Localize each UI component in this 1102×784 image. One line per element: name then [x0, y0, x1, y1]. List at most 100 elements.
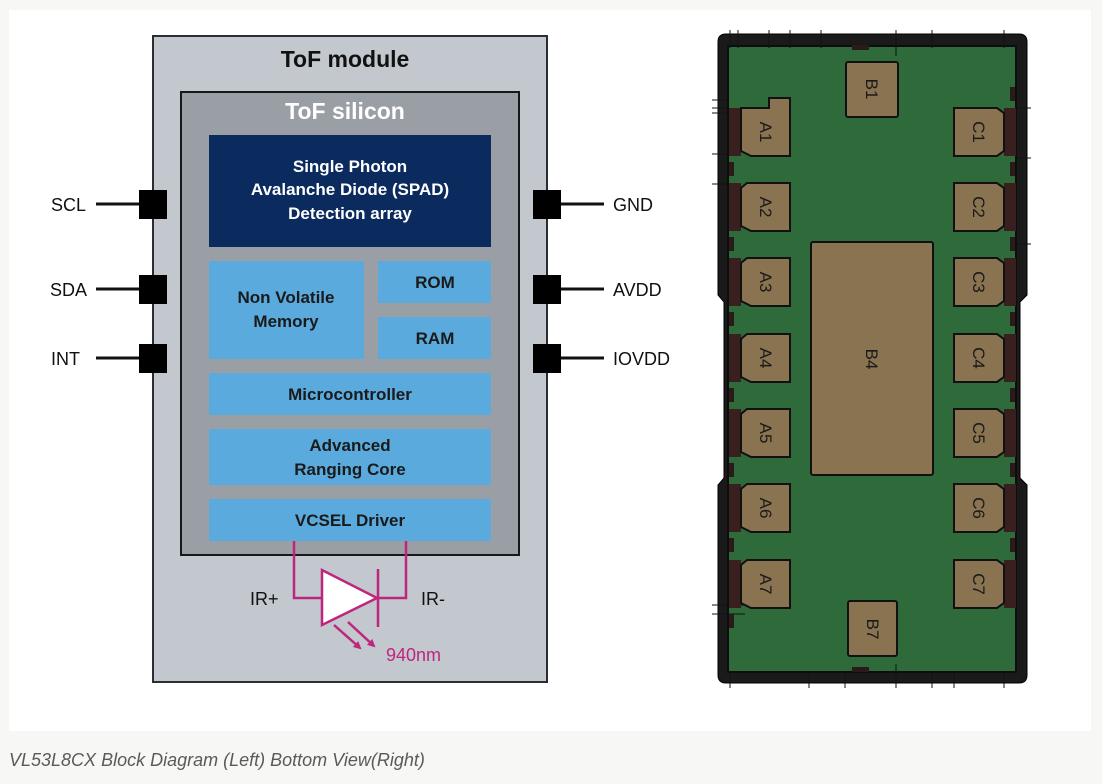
pad-c2: C2 [953, 182, 1016, 232]
pad-body [953, 107, 1005, 157]
pad-a2: A2 [729, 182, 791, 232]
pin-scl-label: SCL [51, 195, 86, 215]
edge-notches [729, 45, 1015, 672]
spad-label-line1: Single Photon [293, 157, 407, 176]
pad-edge [729, 409, 741, 457]
pad-b4-label: B4 [862, 349, 881, 370]
pad-edge [729, 484, 741, 532]
pin-avdd-label: AVDD [613, 280, 662, 300]
pad-edge [1004, 409, 1016, 457]
pad-b7: B7 [847, 600, 898, 657]
pad-b4: B4 [810, 241, 934, 476]
pad-a6-label: A6 [756, 498, 775, 519]
ranging-core-label-line2: Ranging Core [294, 460, 405, 479]
pad-c5: C5 [953, 408, 1016, 458]
pad-edge [1004, 258, 1016, 306]
pad-c5-label: C5 [969, 422, 988, 444]
ranging-core-label-line1: Advanced [309, 436, 390, 455]
pin-gnd-pad [533, 190, 561, 219]
pin-sda: SDA [50, 275, 167, 304]
vcsel-driver-label: VCSEL Driver [295, 511, 406, 530]
ram-label: RAM [416, 329, 455, 348]
pin-avdd-pad [533, 275, 561, 304]
pin-int-pad [139, 344, 167, 373]
pad-a1-label: A1 [756, 122, 775, 143]
pad-a7-label: A7 [756, 574, 775, 595]
ram-block [378, 317, 491, 359]
nvm-label-line1: Non Volatile [238, 288, 335, 307]
pin-iovdd-label: IOVDD [613, 349, 670, 369]
pin-scl: SCL [51, 190, 167, 219]
outline-ticks [712, 30, 1031, 688]
pin-gnd: GND [533, 190, 653, 219]
nvm-block [209, 261, 364, 359]
pad-body [740, 483, 791, 533]
ranging-core-block [209, 429, 491, 485]
pad-a4-label: A4 [756, 348, 775, 369]
nvm-label-line2: Memory [253, 312, 319, 331]
pad-b1-label: B1 [862, 79, 881, 100]
pad-b7-label: B7 [863, 619, 882, 640]
pad-body [740, 408, 791, 458]
cathode-wire [378, 541, 408, 600]
rom-label: ROM [415, 273, 455, 292]
pad-a2-label: A2 [756, 197, 775, 218]
pad-edge [729, 258, 741, 306]
pad-a1: A1 [729, 97, 791, 157]
tof-module-title: ToF module [281, 46, 410, 72]
pin-sda-label: SDA [50, 280, 87, 300]
light-arrow-2-icon [347, 621, 376, 648]
pad-edge [1004, 560, 1016, 608]
pad-body [953, 257, 1005, 307]
pad-edge [729, 334, 741, 382]
pad-edge [729, 108, 741, 156]
pad-body [953, 333, 1005, 383]
spad-block [209, 135, 491, 247]
ir-plus-label: IR+ [250, 589, 279, 609]
pin-int-label: INT [51, 349, 80, 369]
diode-triangle-icon [320, 567, 380, 628]
pin-avdd: AVDD [533, 275, 662, 304]
pad-a3: A3 [729, 257, 791, 307]
pad-c7-label: C7 [969, 573, 988, 595]
pad-a3-label: A3 [756, 272, 775, 293]
pad-edge [1004, 484, 1016, 532]
pad-body [953, 182, 1005, 232]
pad-b1: B1 [845, 61, 899, 118]
spad-label-line3: Detection array [288, 204, 412, 223]
rom-block [378, 261, 491, 303]
pad-body [740, 182, 791, 232]
tof-silicon-title: ToF silicon [285, 98, 405, 124]
vcsel-emitter: IR+ IR- 940nm [250, 541, 445, 665]
pad-body [953, 408, 1005, 458]
pad-c2-label: C2 [969, 196, 988, 218]
pad-body [740, 333, 791, 383]
wavelength-label: 940nm [386, 645, 441, 665]
pad-edge [1004, 108, 1016, 156]
figure-caption: VL53L8CX Block Diagram (Left) Bottom Vie… [9, 750, 425, 770]
pin-iovdd-pad [533, 344, 561, 373]
pad-body [953, 483, 1005, 533]
pad-c6: C6 [953, 483, 1016, 533]
vcsel-driver-block [209, 499, 491, 541]
pad-edge [729, 560, 741, 608]
pad-edge [1004, 183, 1016, 231]
light-arrow-1-icon [333, 624, 362, 650]
spad-label-line2: Avalanche Diode (SPAD) [251, 180, 449, 199]
pad-a5: A5 [729, 408, 791, 458]
microcontroller-label: Microcontroller [288, 385, 412, 404]
pin-scl-pad [139, 190, 167, 219]
ir-minus-label: IR- [421, 589, 445, 609]
pad-c6-label: C6 [969, 497, 988, 519]
anode-wire [292, 541, 322, 600]
pin-gnd-label: GND [613, 195, 653, 215]
pad-body [740, 257, 791, 307]
pad-a4: A4 [729, 333, 791, 383]
pad-a5-label: A5 [756, 423, 775, 444]
pad-c3: C3 [953, 257, 1016, 307]
pad-c1: C1 [953, 107, 1016, 157]
pad-edge [1004, 334, 1016, 382]
